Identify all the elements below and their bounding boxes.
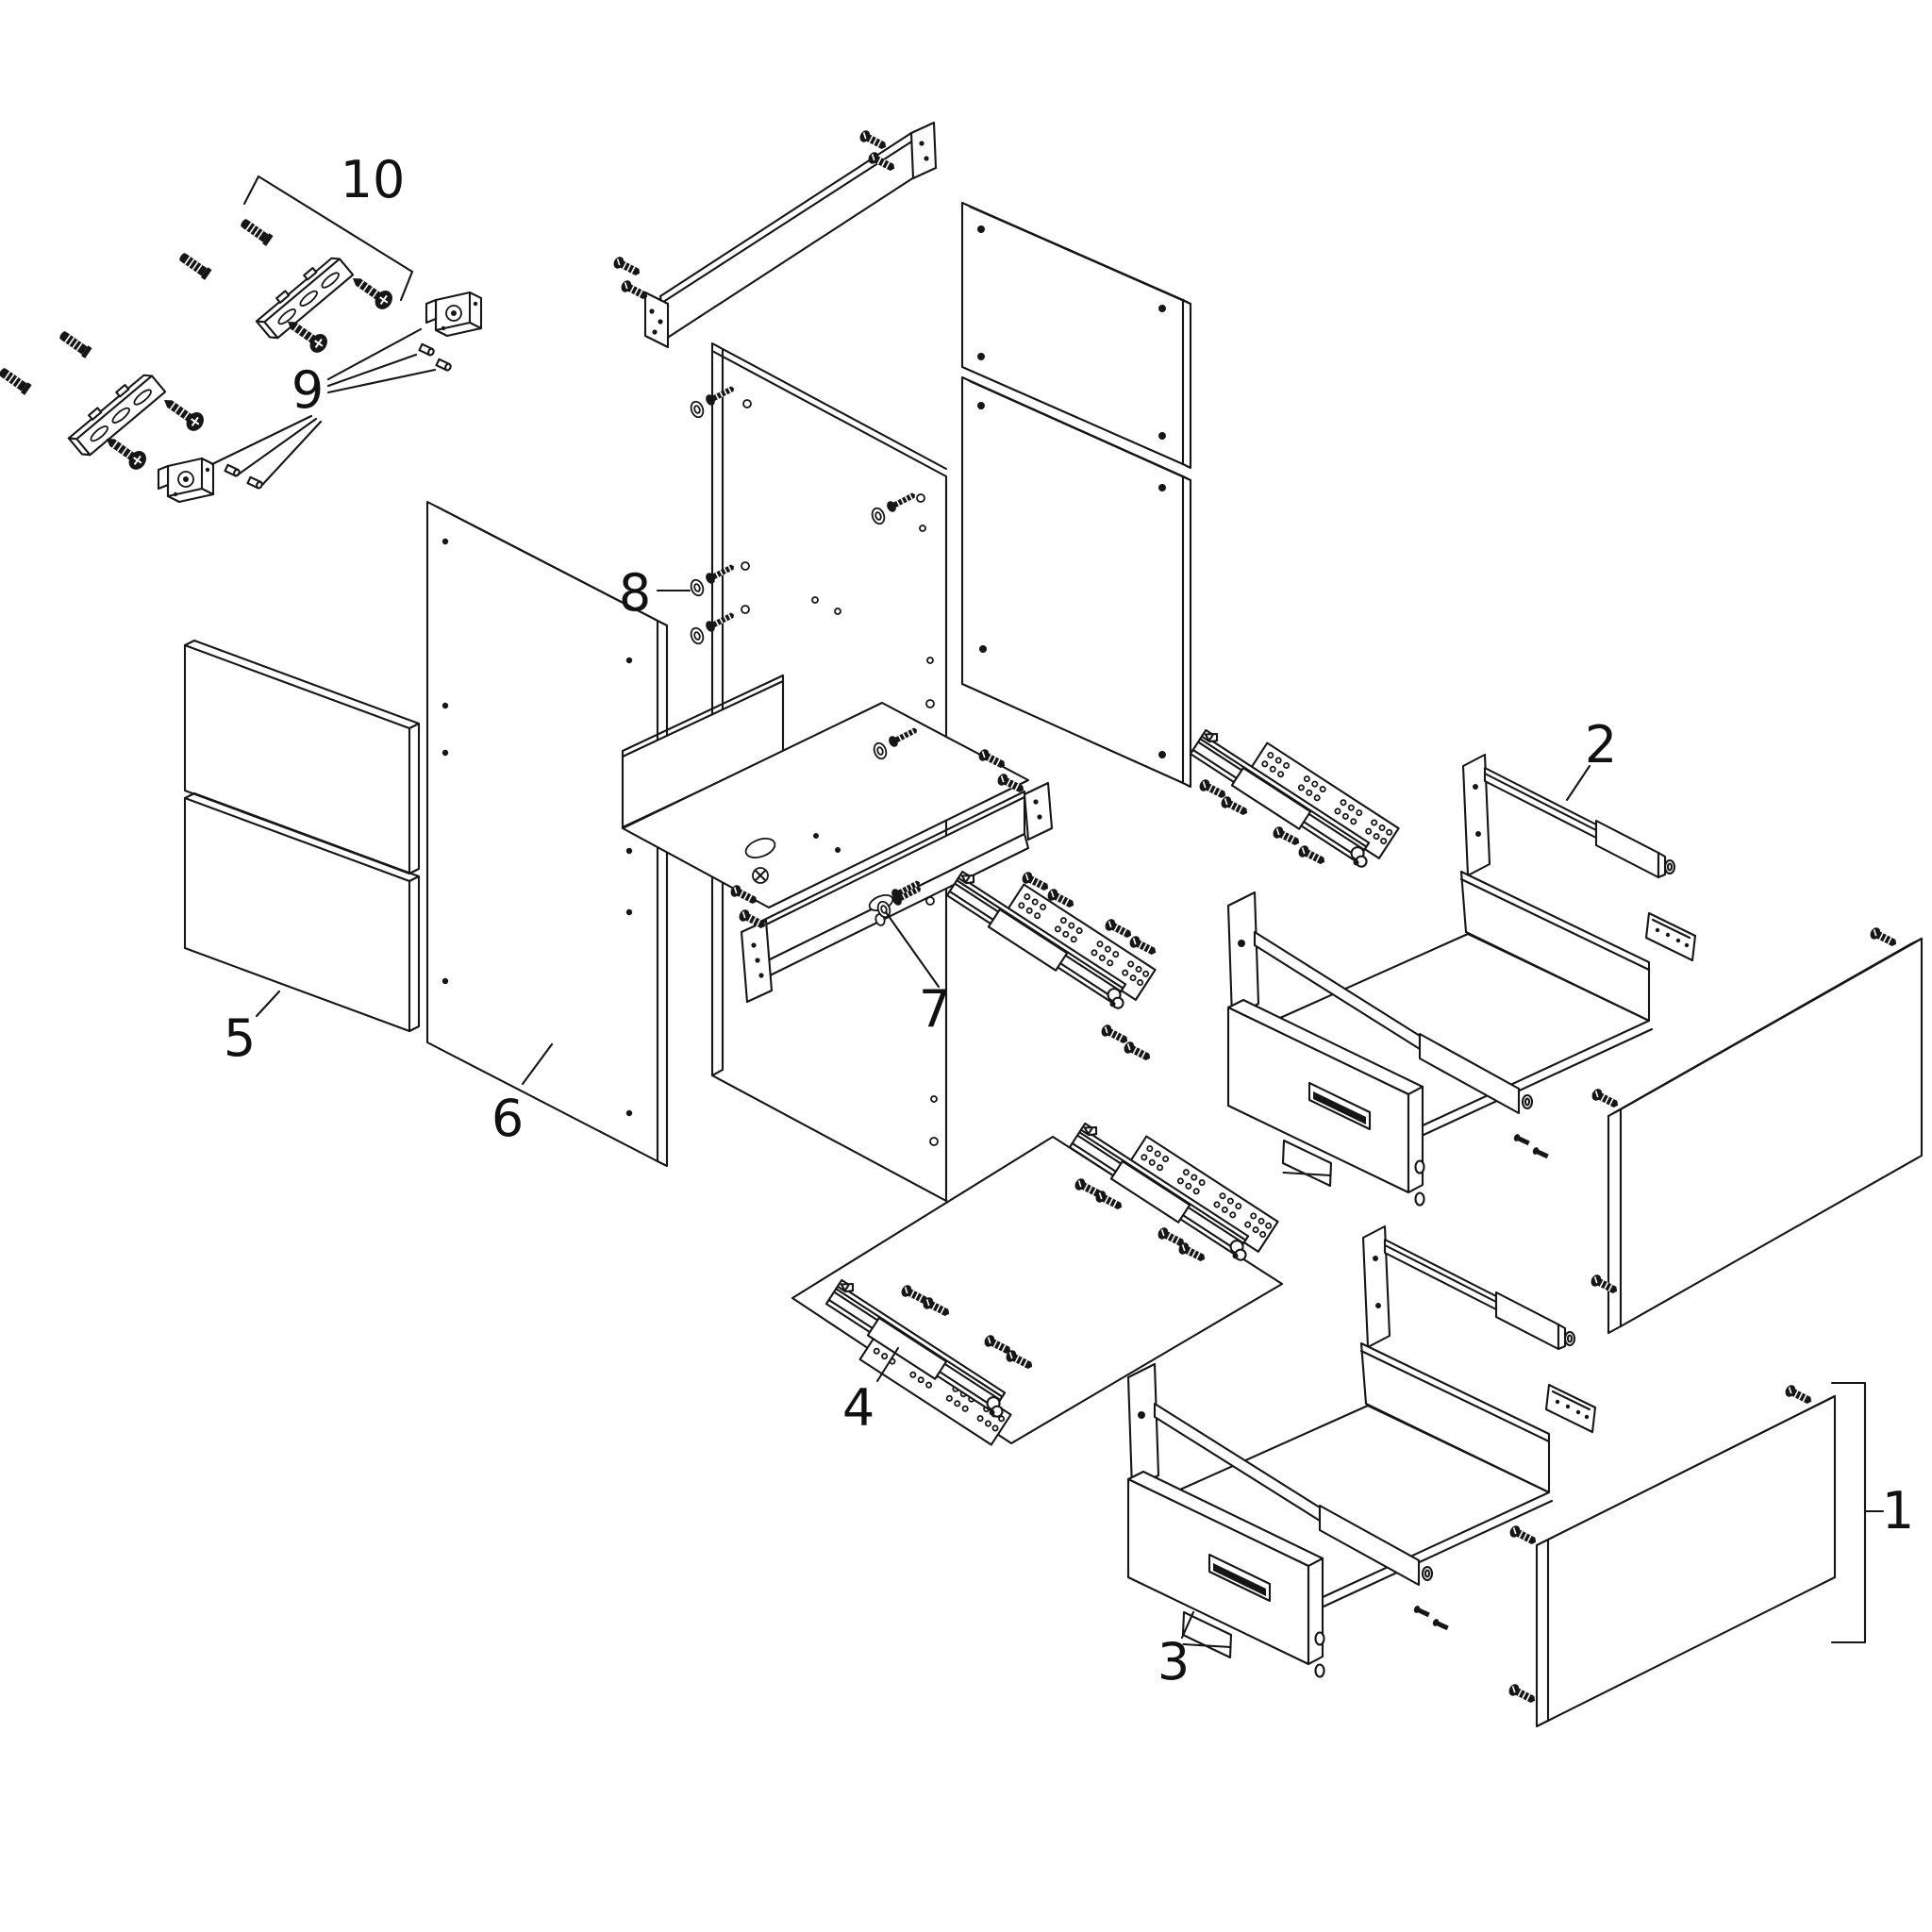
part-label-1: 1	[1882, 1481, 1914, 1541]
part-label-6: 6	[491, 1089, 524, 1148]
part-label-2: 2	[1585, 715, 1617, 774]
slide-rail-upper-left	[943, 851, 1159, 1065]
label-5-leader	[255, 990, 281, 1018]
back-panel-upper	[960, 201, 1192, 470]
part-label-3: 3	[1158, 1632, 1190, 1691]
part-label-10: 10	[341, 150, 406, 209]
slide-rail-set-4	[791, 1103, 1284, 1446]
part-label-4: 4	[842, 1378, 874, 1438]
side-panels-5	[183, 639, 421, 1033]
cabinet-carcass-6	[425, 341, 1054, 1203]
label-9-leaders	[210, 327, 437, 487]
top-cross-rail	[610, 121, 938, 349]
part-labels: 10 9 8 7 6 5 4 3 2 1	[210, 150, 1914, 1691]
label-2-leader	[1565, 764, 1591, 802]
part-label-9: 9	[291, 360, 324, 420]
label-10-bracket	[242, 175, 414, 302]
part-label-5: 5	[224, 1008, 256, 1068]
label-4-leader	[875, 1346, 900, 1383]
label-3-leader	[1180, 1610, 1195, 1640]
label-7-leader	[884, 910, 941, 989]
wall-rail-kit-10	[0, 216, 397, 475]
drawer-front-lower-1	[1506, 1382, 1837, 1728]
back-panel-lower	[960, 375, 1192, 789]
part-label-7: 7	[919, 979, 951, 1039]
label-6-leader	[521, 1042, 554, 1086]
slide-rail-upper-right	[1187, 709, 1400, 875]
part-label-8: 8	[619, 563, 651, 623]
drawer-front-upper	[1588, 924, 1924, 1335]
label-1-bracket	[1830, 1381, 1885, 1644]
